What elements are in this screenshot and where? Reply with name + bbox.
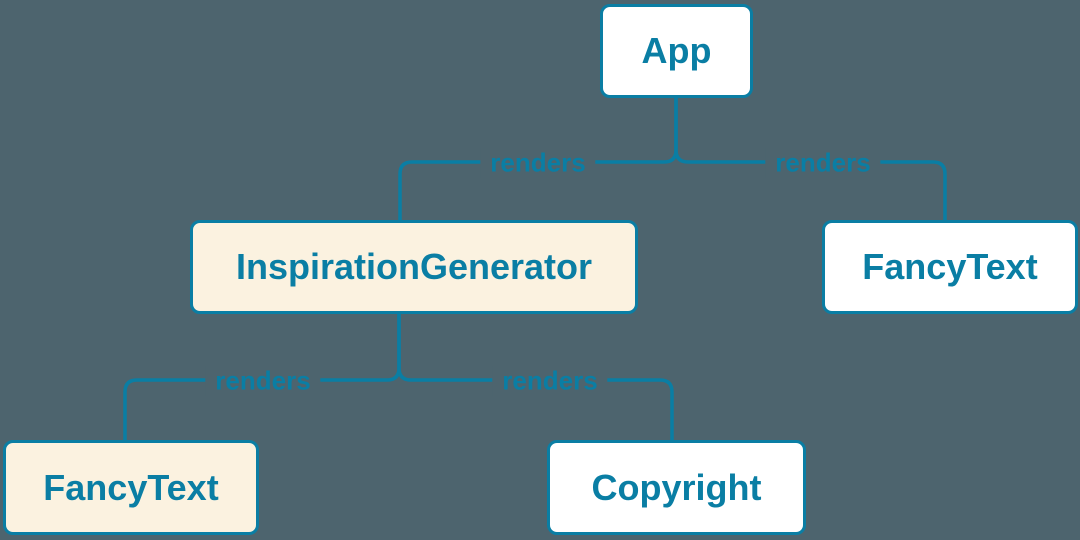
node-copyright: Copyright — [547, 440, 806, 535]
edge-label-renders: renders — [492, 365, 608, 397]
node-inspiration-generator: InspirationGenerator — [190, 220, 638, 314]
node-app: App — [600, 4, 753, 98]
node-fancy-text-top: FancyText — [822, 220, 1078, 314]
node-fancy-text-bottom: FancyText — [3, 440, 259, 535]
node-fancy-text-top-label: FancyText — [862, 246, 1038, 287]
node-inspiration-generator-label: InspirationGenerator — [235, 246, 593, 287]
node-copyright-label: Copyright — [591, 466, 762, 508]
edge-label-renders: renders — [480, 147, 596, 179]
edge-label-renders: renders — [765, 147, 881, 179]
node-app-label: App — [641, 30, 712, 71]
node-fancy-text-bottom-label: FancyText — [43, 466, 219, 508]
edge-label-renders: renders — [205, 365, 321, 397]
